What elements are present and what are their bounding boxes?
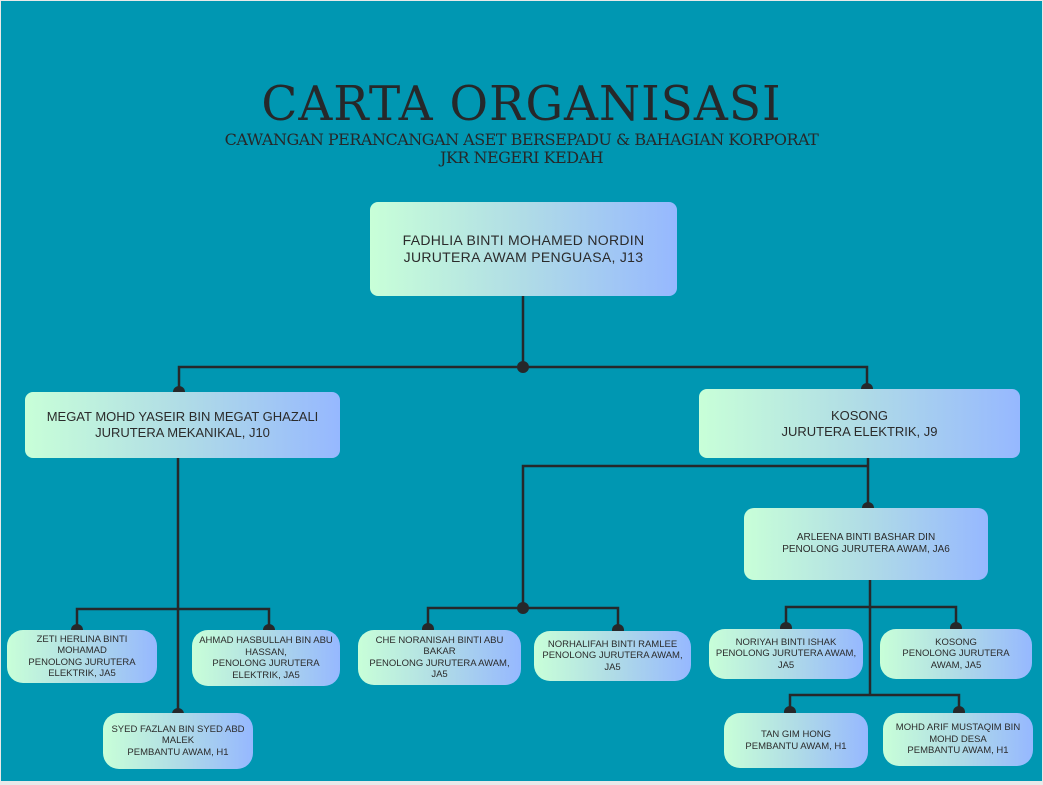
node-name: ZETI HERLINA BINTI MOHAMAD: [36, 633, 128, 657]
node-name: KOSONG: [935, 636, 977, 648]
node-name: MEGAT MOHD YASEIR BIN MEGAT GHAZALI: [46, 409, 319, 424]
junction-dot: [517, 602, 529, 614]
node-name: NORHALIFAH BINTI RAMLEE: [547, 638, 678, 650]
node-name: FADHLIA BINTI MOHAMED NORDIN: [402, 232, 645, 248]
node-role: PENOLONG JURUTERA AWAM, JA5: [542, 650, 683, 673]
chart-subtitle: CAWANGAN PERANCANGAN ASET BERSEPADU & BA…: [224, 130, 819, 149]
connector-arleena: [784, 580, 961, 713]
node-name: KOSONG: [830, 407, 889, 423]
node-role: PEMBANTU AWAM, H1: [745, 740, 847, 752]
node-name: MOHD ARIF MUSTAQIM BIN MOHD DESA: [895, 722, 1021, 745]
node-name: ARLEENA BINTI BASHAR DIN: [796, 532, 936, 543]
node-role: JURUTERA ELEKTRIK, J9: [781, 423, 938, 439]
node-name: SYED FAZLAN BIN SYED ABD MALEK: [111, 723, 245, 747]
node-role: PENOLONG JURUTERA AWAM, JA5: [369, 657, 510, 681]
node-role: PENOLONG JURUTERA AWAM, JA5: [715, 648, 857, 671]
node-name: CHE NORANISAH BINTI ABU BAKAR: [375, 634, 504, 658]
node-role: PENOLONG JURUTERA ELEKTRIK, JA5: [28, 656, 136, 680]
node-role: JURUTERA AWAM PENGUASA, J13: [403, 249, 644, 265]
node-name: AHMAD HASBULLAH BIN ABU HASSAN,: [199, 635, 333, 658]
node-ahmad: AHMAD HASBULLAH BIN ABU HASSAN,PENOLONG …: [192, 630, 340, 686]
connector-mech: [75, 458, 271, 716]
node-role: PEMBANTU AWAM, H1: [907, 745, 1009, 757]
connector-head: [177, 296, 869, 393]
node-role: PENOLONG JURUTERA AWAM, JA5: [902, 648, 1010, 671]
node-role: JURUTERA MEKANIKAL, J10: [95, 425, 270, 440]
node-role: PEMBANTU AWAM, H1: [127, 746, 229, 758]
chart-subtitle-department: JKR NEGERI KEDAH: [439, 148, 604, 167]
junction-dot: [517, 361, 529, 373]
node-role: PENOLONG JURUTERA ELEKTRIK, JA5: [212, 658, 320, 681]
chart-title: CARTA ORGANISASI: [261, 76, 782, 132]
node-name: TAN GIM HONG: [760, 729, 831, 740]
node-name: NORIYAH BINTI ISHAK: [735, 636, 837, 648]
node-role: PENOLONG JURUTERA AWAM, JA6: [782, 544, 950, 555]
